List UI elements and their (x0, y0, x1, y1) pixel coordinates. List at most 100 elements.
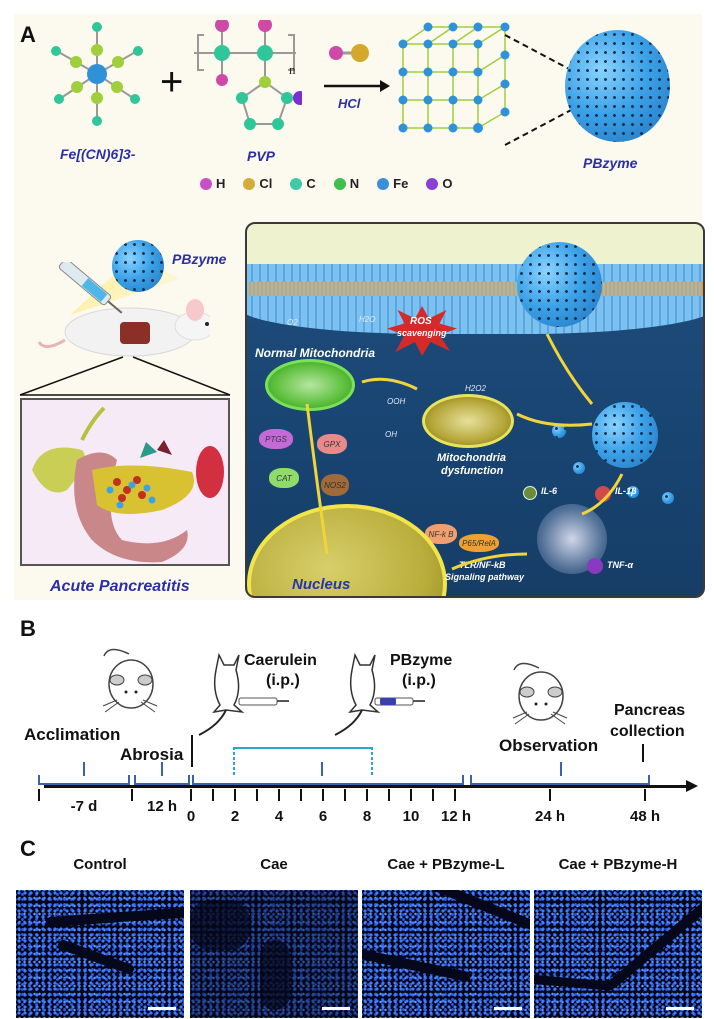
panel-b-letter: B (20, 616, 36, 641)
plus-sign: + (160, 60, 184, 104)
caerulein-label: Caerulein (244, 652, 317, 669)
h2o2-label: H2O2 (465, 384, 486, 393)
tick (388, 789, 390, 801)
scavenging-label: scavenging (397, 328, 447, 338)
acclimation-mouse-icon (102, 648, 158, 713)
image-title-cae: Cae (260, 856, 288, 873)
tick (278, 789, 280, 801)
legend-item-n: N (333, 176, 359, 191)
tick-label-12h: 12 h (440, 808, 472, 825)
abrosia-bracket-stem (161, 762, 163, 776)
protein-gpx: GPX (317, 434, 347, 454)
protein-cat: CAT (269, 468, 299, 488)
ooh-label: OOH (387, 397, 406, 406)
pbzyme-fragment-icon (552, 424, 566, 438)
pbzyme-product-label: PBzyme (583, 155, 638, 171)
tick (256, 789, 258, 801)
tick (454, 789, 456, 801)
prussian-blue-lattice-icon (398, 22, 510, 133)
carbon-dot-icon (290, 177, 303, 190)
image-title-control: Control (73, 856, 127, 873)
image-title-cae-pbzyme-h: Cae + PBzyme-H (558, 856, 678, 873)
mito-dysfunction-label-2: dysfunction (441, 465, 504, 477)
tick-label-2: 2 (230, 808, 240, 825)
acclimation-bracket (38, 775, 130, 785)
tick (234, 789, 236, 801)
pbzyme-route-label: (i.p.) (402, 672, 436, 689)
tick (300, 789, 302, 801)
pancreas-inset (20, 398, 230, 566)
tick-label-minus7d: -7 d (70, 798, 98, 815)
pbzyme-nanoparticle-icon (565, 30, 670, 142)
observation-bracket (470, 775, 650, 785)
pbzyme-injection-mouse-icon (334, 652, 425, 736)
mouse-with-syringe-icon (37, 262, 210, 357)
protein-ptgs: PTGS (259, 429, 293, 449)
panel-c-microscopy: C Control Cae Cae + PBzyme-L Cae + PBzym… (14, 830, 702, 1018)
pancreas-organ-icon (32, 406, 224, 563)
mouse-pbzyme-label: PBzyme (172, 251, 227, 267)
dysfunctional-mitochondria-icon (422, 394, 514, 448)
panel-c-letter: C (20, 836, 36, 861)
pbzyme-intracellular-icon (592, 402, 658, 468)
h2o-label: H2O (359, 315, 376, 324)
caerulein-route-label: (i.p.) (266, 672, 300, 689)
acute-pancreatitis-label: Acute Pancreatitis (50, 578, 190, 595)
tick-label-8: 8 (362, 808, 372, 825)
chlorine-dot-icon (243, 177, 256, 190)
legend-item-c: C (290, 176, 316, 191)
hcl-label: HCl (338, 96, 361, 111)
cell-membrane (247, 264, 703, 334)
tick-label-12h-fast: 12 h (146, 798, 178, 815)
treatment-bracket (192, 775, 464, 785)
tick (131, 789, 133, 801)
tick (212, 789, 214, 801)
tick (549, 789, 551, 801)
pancreas-label: Pancreas (614, 702, 686, 719)
oxygen-dot-icon (426, 177, 439, 190)
tick (38, 789, 40, 801)
pvp-molecule-icon (194, 20, 302, 130)
dapi-image-control (16, 890, 184, 1018)
nucleus-label: Nucleus (292, 576, 351, 593)
pathway-label-1: TLR/NF-kB (459, 560, 506, 570)
element-legend: H Cl C N Fe O (200, 176, 452, 191)
tick-label-24h: 24 h (534, 808, 566, 825)
ferricyanide-molecule-icon (51, 22, 143, 126)
zoom-triangle-lines (19, 356, 231, 396)
il1b-label: IL-1β (615, 486, 637, 496)
tnfa-label: TNF-α (607, 560, 634, 570)
tick (410, 789, 412, 801)
pvp-subscript: n (289, 62, 296, 77)
il6-label: IL-6 (541, 486, 558, 496)
dapi-image-cae-pbzyme-l (362, 890, 530, 1018)
tick-label-6: 6 (318, 808, 328, 825)
pbzyme-entering-cell-icon (517, 242, 602, 327)
normal-mitochondria-icon (265, 359, 355, 411)
pbzyme-fragment-icon (627, 486, 639, 498)
tick-label-10: 10 (402, 808, 420, 825)
oh-label: OH (385, 430, 397, 439)
abrosia-label: Abrosia (120, 745, 184, 764)
observation-bracket-stem (560, 762, 562, 776)
tick (644, 789, 646, 801)
collection-arrow (642, 744, 644, 762)
legend-item-h: H (200, 176, 225, 191)
last-injection-marker (371, 747, 373, 775)
tick (366, 789, 368, 801)
o2-label: O2 (287, 318, 298, 327)
legend-item-fe: Fe (377, 176, 408, 191)
tick-label-48h: 48 h (629, 808, 661, 825)
scale-bar (494, 1007, 522, 1010)
pbzyme-injected-icon (112, 240, 164, 292)
legend-item-cl: Cl (243, 176, 272, 191)
hcl-molecule-icon (324, 44, 390, 92)
injection-window-line (234, 747, 372, 749)
image-title-cae-pbzyme-l: Cae + PBzyme-L (387, 856, 505, 873)
cell-mechanism-diagram: O2 H2O Normal Mitochondria ROS scavengin… (245, 222, 705, 598)
normal-mitochondria-label: Normal Mitochondria (255, 346, 376, 360)
tick (344, 789, 346, 801)
tick (190, 789, 192, 801)
ferricyanide-label: Fe[(CN)6]3- (60, 146, 136, 162)
mito-dysfunction-label-1: Mitochondria (437, 452, 507, 464)
